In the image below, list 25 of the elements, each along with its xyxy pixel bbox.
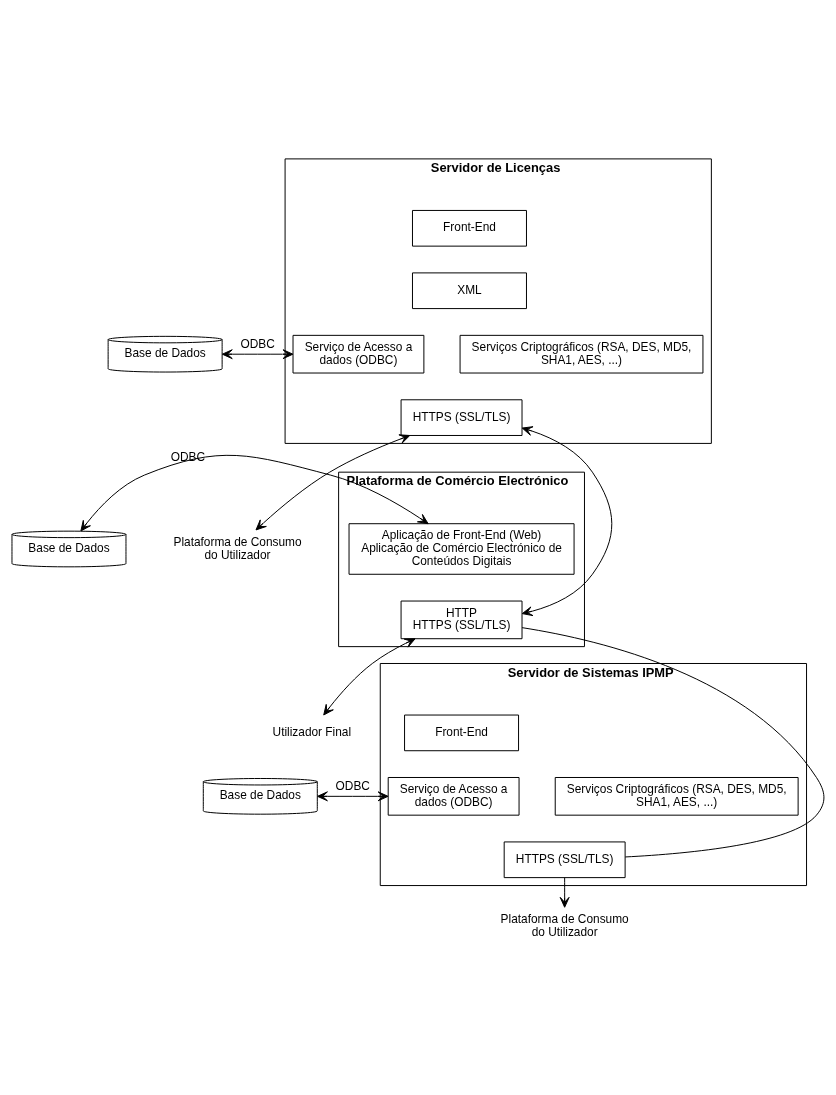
- arrow: [255, 433, 411, 530]
- arrow: [559, 876, 570, 908]
- edge-label: ODBC: [170, 449, 206, 464]
- node-text: Plataforma de Consumo do Utilizador: [173, 534, 302, 562]
- node-box: HTTPS (SSL/TLS): [503, 840, 626, 878]
- node-box: HTTPS (SSL/TLS): [400, 398, 523, 436]
- arrow: [80, 454, 429, 531]
- connector: [521, 626, 825, 857]
- node-box: HTTP HTTPS (SSL/TLS): [400, 600, 523, 639]
- arrow: [323, 637, 416, 715]
- node-box: Front-End: [404, 714, 520, 751]
- arrow: [221, 348, 294, 359]
- node-box: Serviços Criptográficos (RSA, DES, MD5, SHA1, AES, ...): [459, 334, 704, 374]
- node-box: Serviço de Acesso a dados (ODBC): [292, 334, 425, 374]
- edge-label: ODBC: [240, 336, 275, 351]
- arrow: [317, 790, 389, 801]
- node-box: XML: [412, 271, 527, 309]
- node-box: Serviço de Acesso a dados (ODBC): [387, 776, 520, 816]
- node-box: Aplicação de Front-End (Web) Aplicação de Comércio Electrónico de Conteúdos Digitais: [348, 522, 575, 575]
- arrow: [521, 425, 613, 616]
- node-box: Serviços Criptográficos (RSA, DES, MD5, SHA1, AES, ...): [554, 776, 799, 816]
- node-text: Utilizador Final: [272, 724, 352, 739]
- node-box: Front-End: [412, 209, 527, 247]
- edge-label: ODBC: [335, 778, 370, 793]
- node-text: Plataforma de Consumo do Utilizador: [500, 911, 629, 939]
